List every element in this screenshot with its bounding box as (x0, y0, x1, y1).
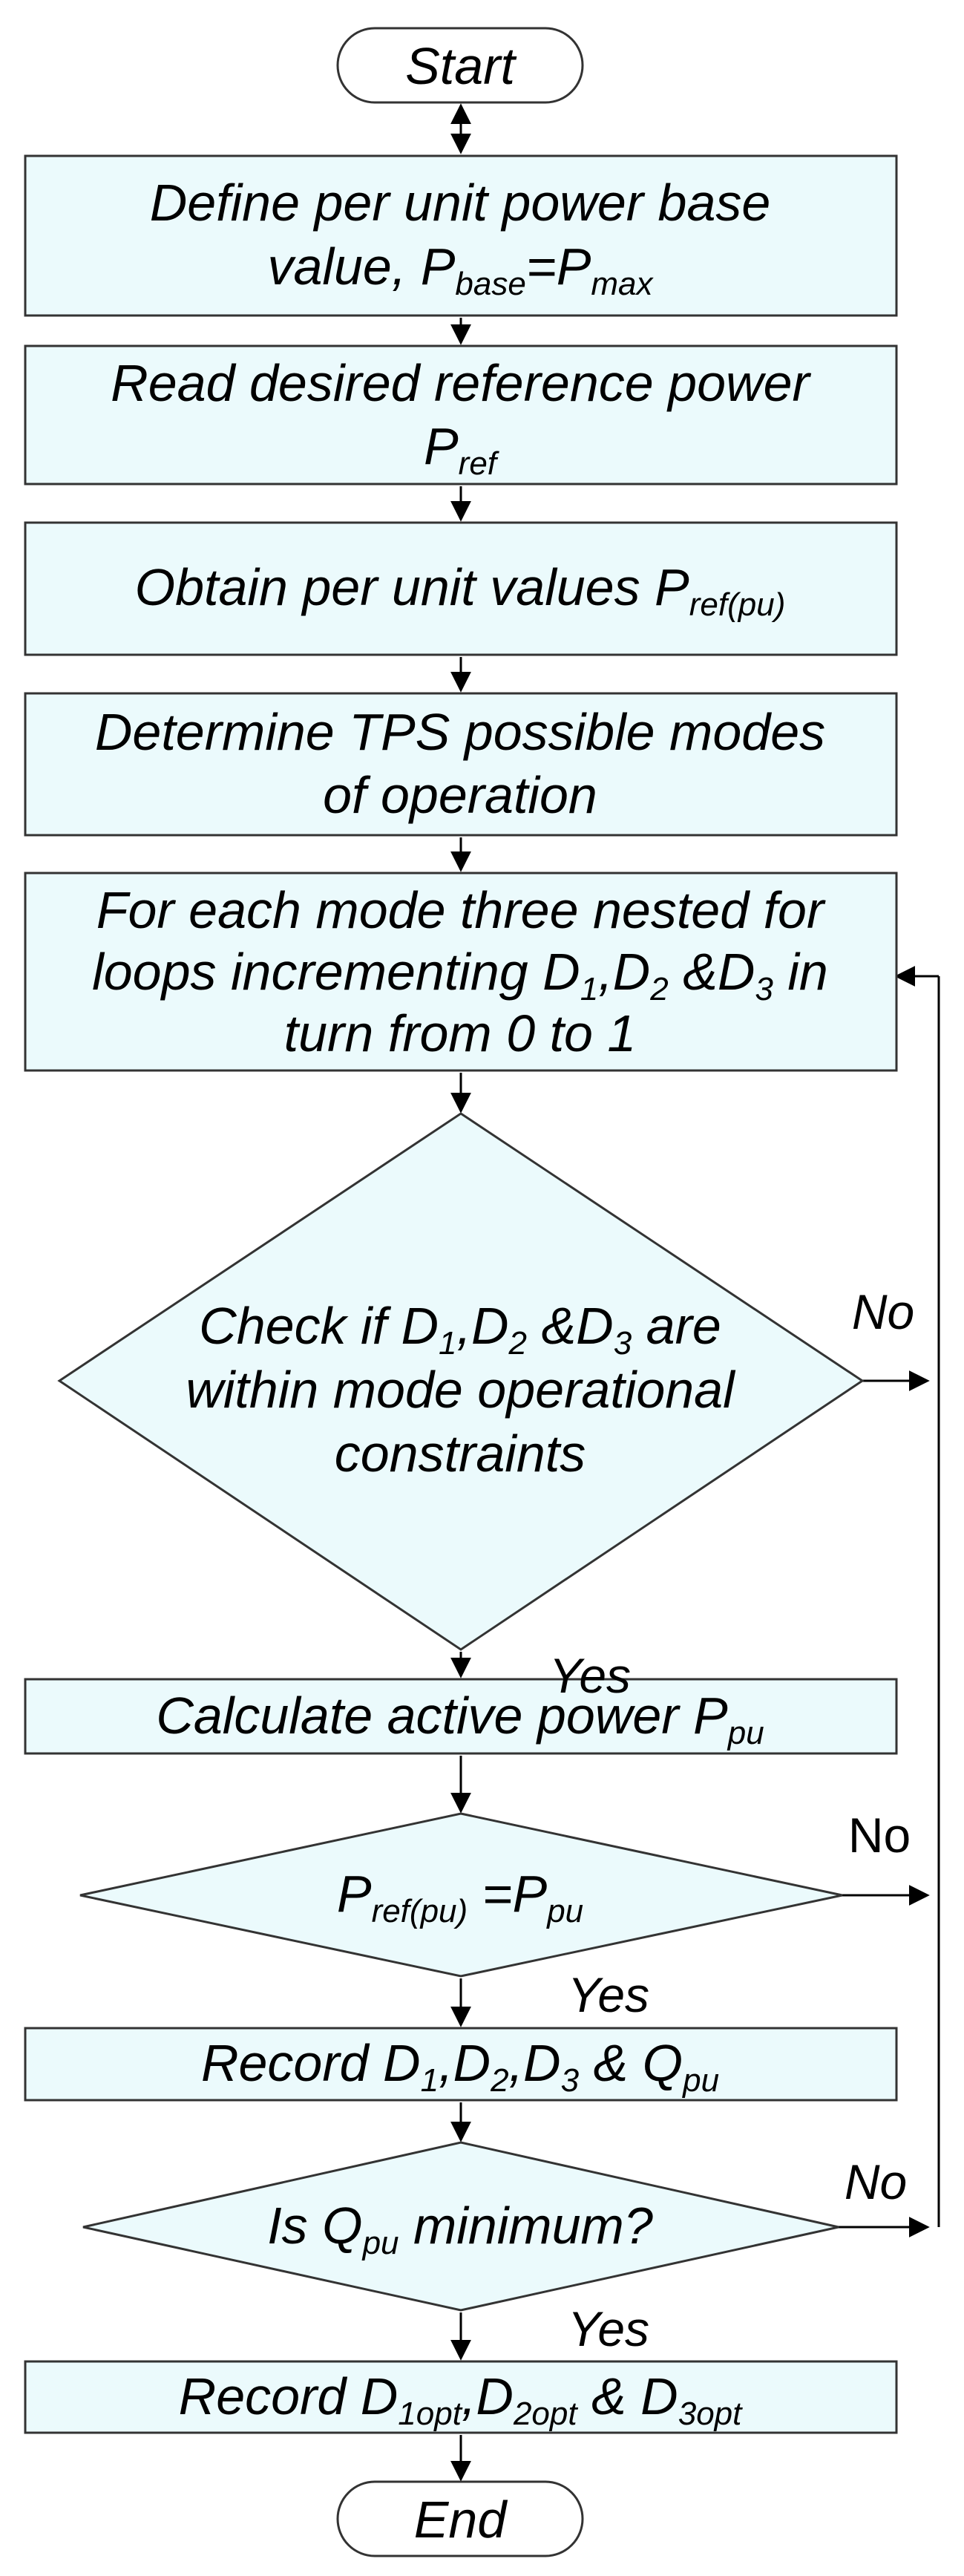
decision-power-match: Pref(pu) =Ppu (79, 1812, 843, 1978)
step-record-values: Record D1,D2,D3 & Qpu (24, 2027, 898, 2102)
edge-labels: No Yes No Yes No Yes (549, 1284, 914, 2356)
decision1-line2: within mode operational (186, 1361, 736, 1419)
edge-label-yes-2: Yes (568, 1967, 649, 2022)
decision3-line: Is Qpu minimum? (267, 2197, 653, 2261)
step-calc-power: Calculate active power Ppu (24, 1678, 898, 1755)
edge-label-no-2: No (848, 1808, 911, 1863)
decision-constraints: Check if D1,D2 &D3 are within mode opera… (57, 1112, 865, 1651)
end-label: End (414, 2491, 508, 2549)
step8-line: Record D1opt,D2opt & D3opt (179, 2367, 743, 2432)
edge-label-yes-3: Yes (568, 2301, 649, 2356)
step-read-reference: Read desired reference power Pref (24, 344, 898, 486)
start-terminal: Start (336, 27, 584, 104)
decision1-line1: Check if D1,D2 &D3 are (199, 1297, 721, 1361)
step1-line1: Define per unit power base (150, 174, 771, 232)
step7-line: Record D1,D2,D3 & Qpu (201, 2034, 719, 2099)
step2-line2: Pref (424, 417, 500, 482)
step1-line2: value, Pbase=Pmax (267, 238, 654, 302)
step3-line: Obtain per unit values Pref(pu) (135, 558, 786, 623)
step5-line3: turn from 0 to 1 (284, 1004, 637, 1062)
step5-line2: loops incrementing D1,D2 &D3 in (92, 943, 828, 1007)
step-define-base: Define per unit power base value, Pbase=… (24, 154, 898, 317)
step-obtain-pu: Obtain per unit values Pref(pu) (24, 521, 898, 656)
connectors (450, 103, 940, 2482)
step2-line1: Read desired reference power (111, 354, 811, 412)
edge-label-no-3: No (845, 2154, 907, 2209)
step-determine-modes: Determine TPS possible modes of operatio… (24, 692, 898, 837)
start-label: Start (405, 37, 517, 95)
step4-line1: Determine TPS possible modes (95, 703, 825, 761)
end-terminal: End (336, 2480, 584, 2557)
step6-line: Calculate active power Ppu (156, 1687, 764, 1751)
step5-line1: For each mode three nested for (96, 881, 826, 939)
step-record-optimal: Record D1opt,D2opt & D3opt (24, 2360, 898, 2434)
edge-label-yes-1: Yes (549, 1648, 631, 1703)
decision2-line: Pref(pu) =Ppu (337, 1865, 583, 1929)
step-nested-loops: For each mode three nested for loops inc… (24, 872, 898, 1072)
decision1-line3: constraints (335, 1425, 586, 1482)
decision-q-minimum: Is Qpu minimum? (82, 2141, 839, 2312)
step4-line2: of operation (323, 766, 597, 824)
edge-label-no-1: No (852, 1284, 914, 1339)
